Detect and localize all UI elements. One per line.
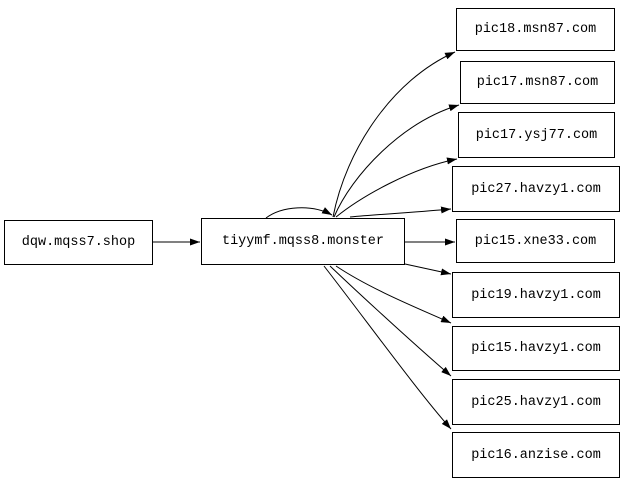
node-pic18-msn87-com: pic18.msn87.com xyxy=(456,8,615,51)
node-dqw-mqss7-shop: dqw.mqss7.shop xyxy=(4,220,153,265)
node-pic25-havzy1-com: pic25.havzy1.com xyxy=(452,379,620,425)
node-pic15-havzy1-com: pic15.havzy1.com xyxy=(452,326,620,371)
edge-hub-to-pic17-msn87 xyxy=(333,104,460,218)
node-pic19-havzy1-com: pic19.havzy1.com xyxy=(452,272,620,318)
edge-hub-to-pic15-havzy1 xyxy=(335,265,452,324)
node-tiyymf-mqss8-monster: tiyymf.mqss8.monster xyxy=(201,218,405,265)
edge-hub-self-loop xyxy=(265,207,333,219)
node-pic27-havzy1-com: pic27.havzy1.com xyxy=(452,166,620,212)
edge-hub-to-pic27 xyxy=(349,206,452,218)
edge-hub-to-pic19 xyxy=(404,263,452,276)
node-pic17-ysj77-com: pic17.ysj77.com xyxy=(458,112,615,158)
edge-hub-to-pic18 xyxy=(332,51,456,218)
node-pic15-xne33-com: pic15.xne33.com xyxy=(456,219,615,263)
edge-hub-to-pic17-ysj77 xyxy=(335,157,458,218)
node-pic16-anzise-com: pic16.anzise.com xyxy=(452,432,620,478)
edge-hub-to-pic25 xyxy=(329,265,452,377)
node-pic17-msn87-com: pic17.msn87.com xyxy=(460,61,615,104)
edge-hub-to-pic16 xyxy=(323,265,452,430)
